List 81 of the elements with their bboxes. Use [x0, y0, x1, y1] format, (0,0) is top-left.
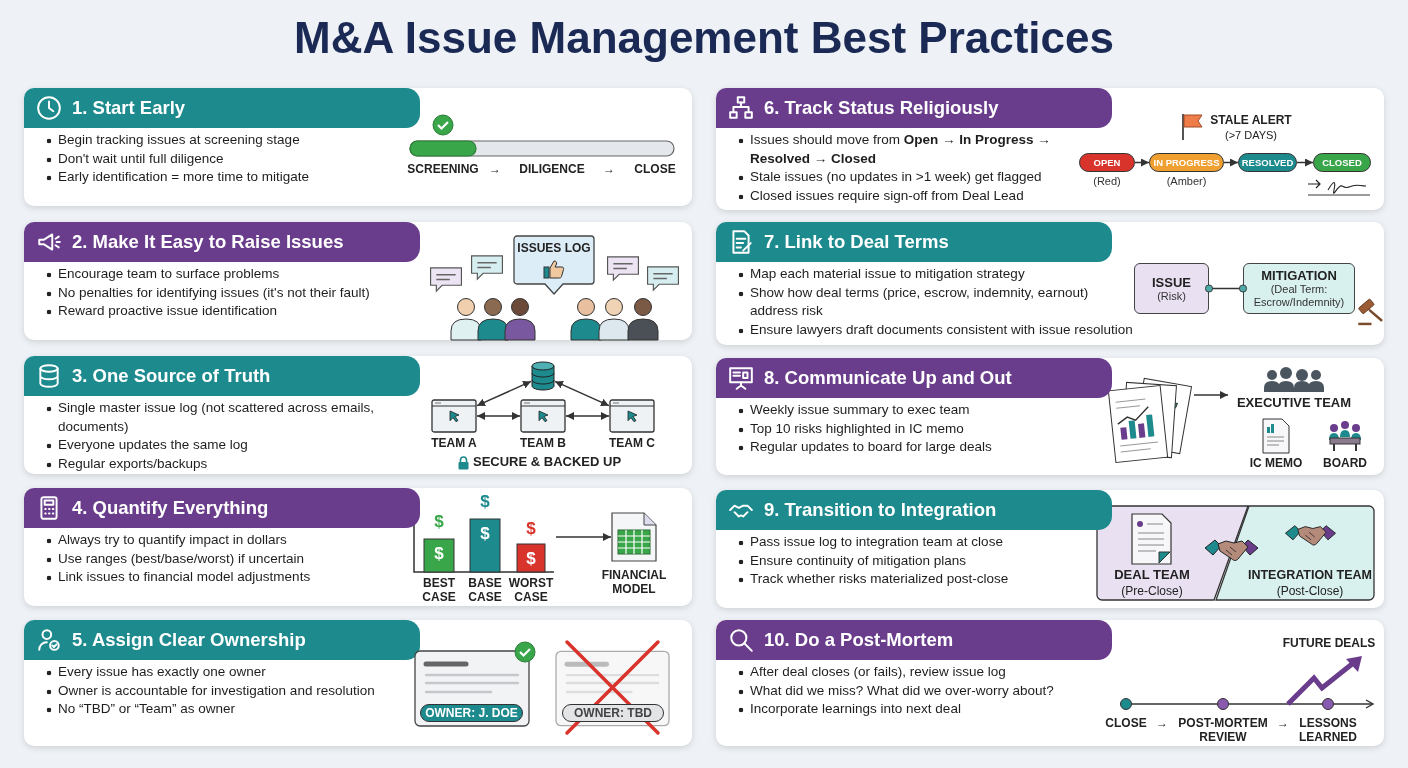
team-label: TEAM C [608, 436, 656, 450]
stage-label: CLOSE [633, 162, 677, 176]
dollar-sign: $ [525, 520, 537, 538]
stage-label: SCREENING [406, 162, 480, 176]
box-subtext: (Risk) [1157, 289, 1186, 303]
practice-card [24, 88, 692, 206]
alert-label: STALE ALERT [1209, 113, 1293, 127]
connector-arrow [1134, 158, 1150, 167]
model-label: FINANCIAL MODEL [600, 568, 668, 596]
connector-arrow [476, 412, 521, 420]
card-title: 8. Communicate Up and Out [764, 367, 1012, 389]
group-label: EXECUTIVE TEAM [1235, 396, 1353, 410]
card-title: 10. Do a Post-Mortem [764, 629, 954, 651]
database-icon [531, 361, 555, 391]
card-title: 9. Transition to Integration [764, 499, 997, 521]
dollar-sign: $ [433, 513, 445, 531]
card-title: 7. Link to Deal Terms [764, 231, 949, 253]
practice-card [716, 222, 1384, 345]
connector-arrow [476, 380, 532, 407]
card-title: 1. Start Early [72, 97, 186, 119]
case-label: WORST CASE [507, 576, 555, 604]
card-title: 2. Make It Easy to Raise Issues [72, 231, 344, 253]
stage-label: CLOSE [1104, 716, 1148, 730]
practice-card [24, 356, 692, 474]
stage-label: DILIGENCE [518, 162, 586, 176]
arrow-symbol: → [1276, 716, 1290, 730]
bubble-title: ISSUES LOG [516, 241, 592, 255]
status-pill: IN PROGRESS [1149, 153, 1224, 172]
card-title: 6. Track Status Religiously [764, 97, 999, 119]
status-pill: CLOSED [1313, 153, 1371, 172]
issue-box [1134, 263, 1209, 314]
team-label: TEAM A [430, 436, 478, 450]
arrow-symbol: → [602, 162, 616, 176]
team-label: TEAM B [519, 436, 567, 450]
practice-card [24, 488, 692, 606]
dollar-sign: $ [433, 545, 445, 563]
board-label: BOARD [1322, 456, 1368, 470]
practice-card [716, 88, 1384, 210]
team-subtext: (Post-Close) [1275, 584, 1345, 598]
connector-line [1204, 284, 1248, 293]
dollar-sign: $ [479, 493, 491, 511]
box-subtext: (Deal Term: Escrow/Indemnity) [1252, 283, 1346, 309]
memo-label: IC MEMO [1248, 456, 1304, 470]
dollar-sign: $ [479, 525, 491, 543]
practice-card [24, 222, 692, 340]
team-label: INTEGRATION TEAM [1246, 568, 1374, 582]
status-pill: RESOLVED [1238, 153, 1297, 172]
team-label: DEAL TEAM [1113, 568, 1191, 582]
connector-arrow [554, 380, 610, 407]
card-title: 4. Quantify Everything [72, 497, 269, 519]
connector-arrow [1223, 158, 1239, 167]
practice-card [24, 620, 692, 746]
card-title: 3. One Source of Truth [72, 365, 271, 387]
case-label: BEST CASE [421, 576, 457, 604]
page-title: M&A Issue Management Best Practices [294, 12, 1114, 64]
mitigation-box [1243, 263, 1355, 314]
case-label: BASE CASE [467, 576, 503, 604]
stage-label: POST-MORTEM REVIEW [1177, 716, 1269, 744]
alert-note: (>7 DAYS) [1223, 128, 1279, 142]
practice-card [716, 620, 1384, 746]
card-title: 5. Assign Clear Ownership [72, 629, 306, 651]
box-heading: MITIGATION [1261, 268, 1337, 283]
status-note: (Amber) [1165, 175, 1208, 188]
connector-arrow [565, 412, 610, 420]
box-heading: ISSUE [1152, 274, 1191, 290]
status-note: (Red) [1092, 175, 1122, 188]
team-subtext: (Pre-Close) [1120, 584, 1184, 598]
stage-label: LESSONS LEARNED [1298, 716, 1358, 744]
connector-arrow [555, 533, 612, 541]
connector-arrow [1193, 391, 1229, 399]
owner-tag: OWNER: J. DOE [420, 704, 523, 722]
connector-arrow [1296, 158, 1314, 167]
status-pill: OPEN [1079, 153, 1135, 172]
dollar-sign: $ [525, 550, 537, 568]
owner-tag: OWNER: TBD [562, 704, 664, 722]
practice-card [716, 358, 1384, 475]
practice-card [716, 490, 1384, 608]
arrow-symbol: → [488, 162, 502, 176]
outcome-label: FUTURE DEALS [1281, 636, 1377, 650]
arrow-symbol: → [1155, 716, 1169, 730]
status-caption: SECURE & BACKED UP [473, 455, 623, 469]
